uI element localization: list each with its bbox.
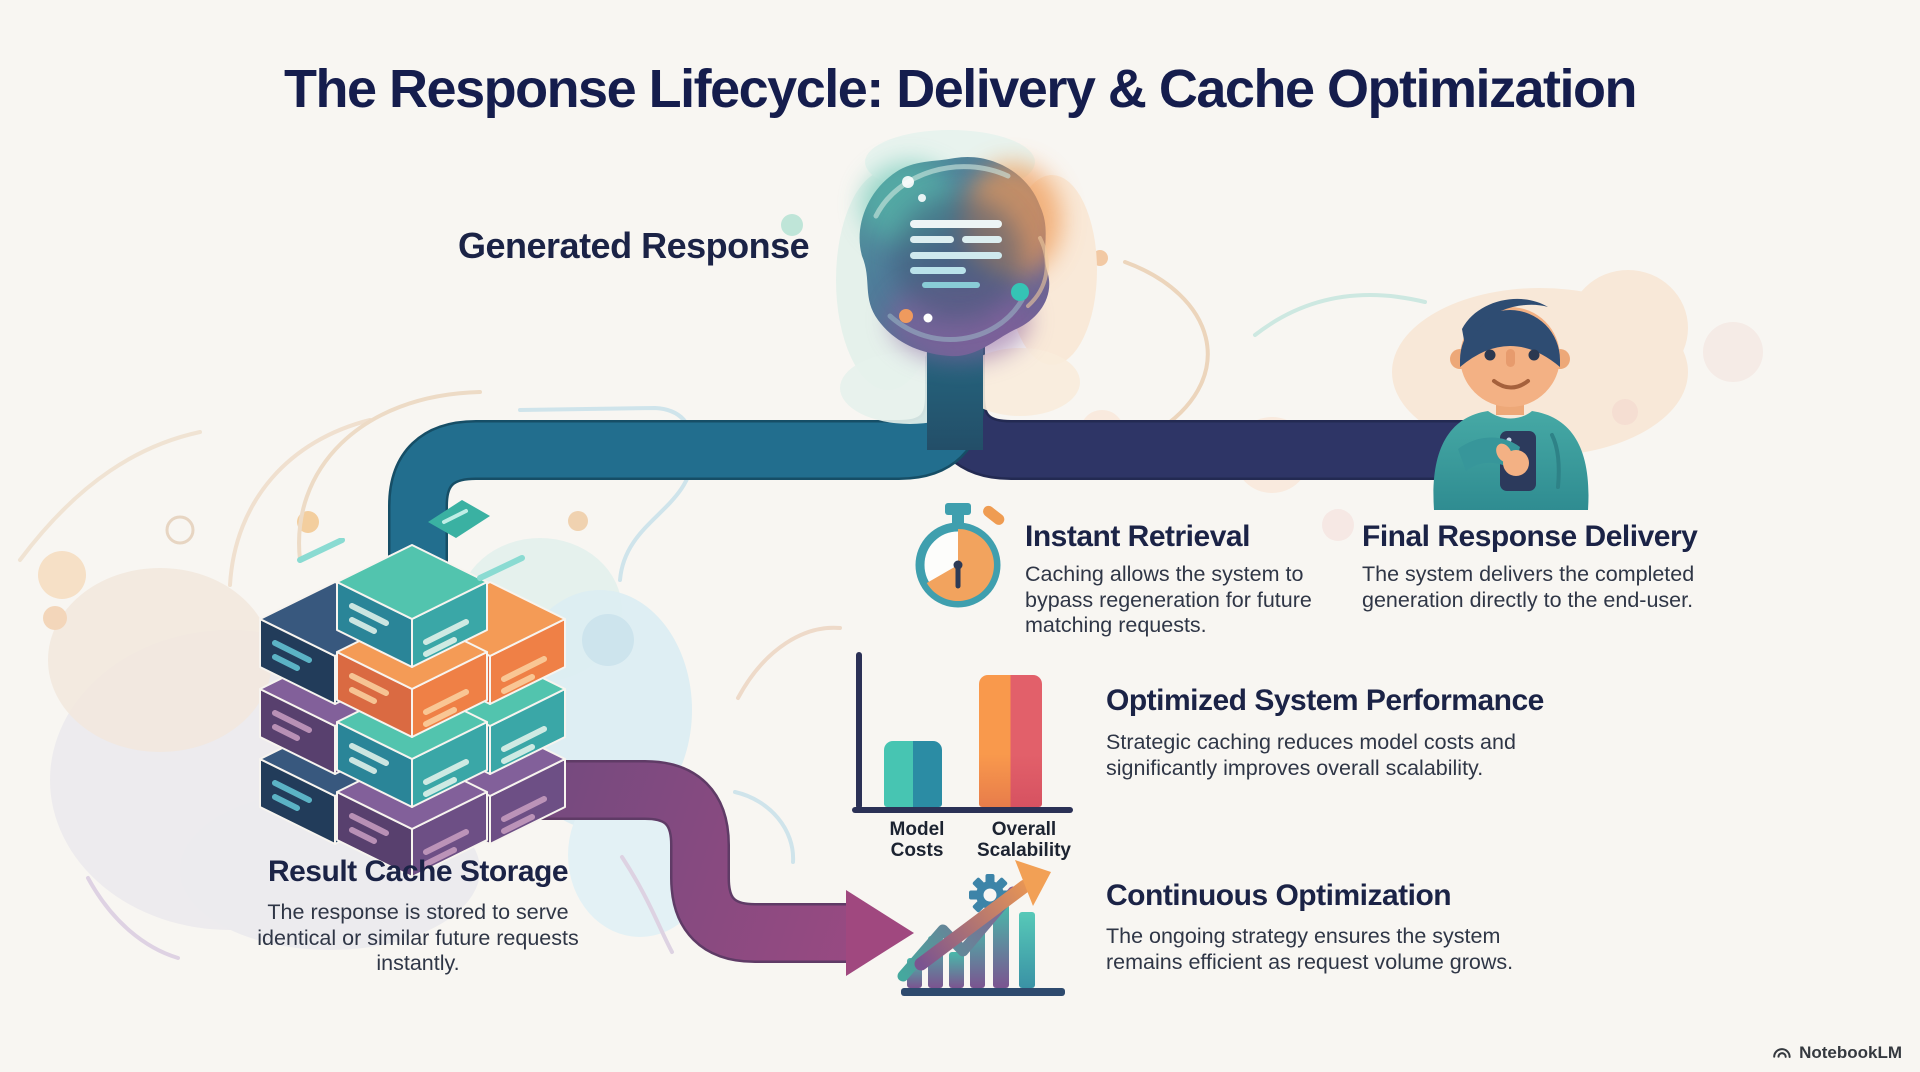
- bar-overall-scalability: [979, 675, 1042, 807]
- chart-base-line: [901, 988, 1065, 996]
- ai-brain-illustration: [836, 130, 1097, 450]
- response-text-lines: [910, 220, 1002, 288]
- instant-retrieval-heading: Instant Retrieval: [1025, 520, 1250, 553]
- arrow-head-icon: [846, 890, 914, 976]
- stopwatch-icon: [915, 503, 1005, 608]
- cache-tab-icon: [428, 500, 490, 538]
- smile: [1492, 379, 1530, 390]
- end-user-illustration: [1433, 298, 1589, 510]
- optimized-performance-body: Strategic caching reduces model costs an…: [1106, 730, 1516, 780]
- notebooklm-logo-icon: [1773, 1048, 1791, 1059]
- cache-blocks-illustration: [259, 538, 566, 878]
- hair: [1460, 298, 1560, 367]
- final-delivery-heading: Final Response Delivery: [1362, 520, 1698, 553]
- nose: [1506, 349, 1515, 367]
- performance-bar-chart: Model Costs Overall Scalability: [852, 652, 1078, 861]
- bar-label-model-costs: Model Costs: [889, 819, 945, 861]
- continuous-optimization-heading: Continuous Optimization: [1106, 879, 1452, 912]
- final-delivery-body: The system delivers the completed genera…: [1362, 562, 1695, 612]
- result-cache-body: The response is stored to serve identica…: [257, 900, 579, 976]
- continuous-optimization-body: The ongoing strategy ensures the system …: [1106, 924, 1514, 974]
- bar-model-costs: [884, 741, 942, 807]
- notebooklm-branding: NotebookLM: [1771, 1042, 1902, 1064]
- growth-arrow-icon: [914, 860, 1051, 971]
- page-title: The Response Lifecycle: Delivery & Cache…: [284, 59, 1637, 119]
- bar-label-overall-scalability: Overall Scalability: [977, 819, 1071, 861]
- growth-chart-icon: [897, 860, 1065, 996]
- chart-y-axis: [856, 652, 862, 809]
- notebooklm-logo-text: NotebookLM: [1799, 1043, 1902, 1062]
- result-cache-heading: Result Cache Storage: [267, 855, 569, 888]
- chart-x-axis: [852, 807, 1073, 813]
- pipe-to-optimization: [470, 760, 914, 976]
- instant-retrieval-body: Caching allows the system to bypass rege…: [1025, 562, 1312, 638]
- optimized-performance-heading: Optimized System Performance: [1106, 684, 1544, 717]
- generated-response-label: Generated Response: [458, 225, 810, 266]
